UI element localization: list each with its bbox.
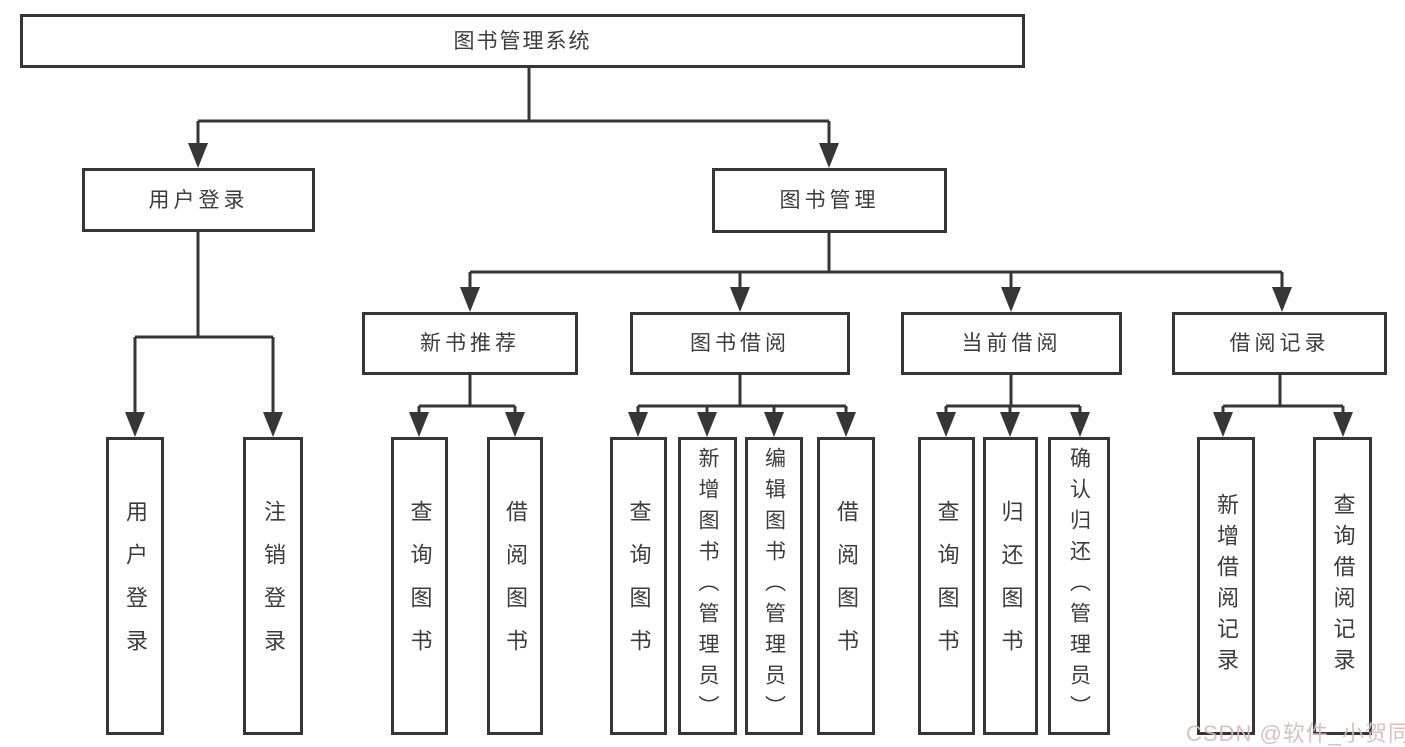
leaf-confirm-return-admin: 确认归还（管理员） <box>1048 437 1110 735</box>
node-borrow-records: 借阅记录 <box>1172 312 1387 375</box>
leaf-newbooks-borrow-books: 借阅图书 <box>487 437 543 735</box>
connector-book-borrow-children <box>628 374 856 437</box>
node-new-book-recommend: 新书推荐 <box>362 312 578 375</box>
node-label: 用户登录 <box>148 188 249 212</box>
leaf-newbooks-query-books: 查询图书 <box>391 437 448 735</box>
node-label: 确认归还（管理员） <box>1067 446 1091 726</box>
node-label: 查询借阅记录 <box>1330 493 1356 679</box>
node-label: 借阅记录 <box>1229 332 1330 355</box>
node-label: 当前借阅 <box>961 332 1062 355</box>
node-label: 查询图书 <box>934 500 960 672</box>
leaf-logout: 注销登录 <box>243 437 303 735</box>
node-label: 查询图书 <box>407 500 433 672</box>
node-book-management: 图书管理 <box>712 168 947 233</box>
node-label: 借阅图书 <box>834 500 859 672</box>
node-user-login: 用户登录 <box>82 168 315 232</box>
node-label: 注销登录 <box>261 500 286 672</box>
leaf-edit-books-admin: 编辑图书（管理员） <box>745 437 803 735</box>
node-label: 归还图书 <box>998 500 1024 672</box>
node-label: 借阅图书 <box>503 500 528 672</box>
node-library-management-system: 图书管理系统 <box>20 14 1025 68</box>
connector-user-login-children <box>125 231 283 437</box>
connector-new-books-children <box>409 374 525 437</box>
leaf-return-books: 归还图书 <box>983 437 1038 735</box>
node-label: 用户登录 <box>123 500 148 672</box>
node-label: 图书借阅 <box>690 332 790 355</box>
node-label: 图书管理系统 <box>453 29 592 53</box>
connector-book-mgmt-children <box>460 232 1292 312</box>
node-book-borrow: 图书借阅 <box>630 312 850 375</box>
leaf-query-borrow-record: 查询借阅记录 <box>1313 437 1372 735</box>
watermark: CSDN @软件_小贺同学 <box>1186 721 1405 746</box>
node-label: 查询图书 <box>626 500 652 672</box>
leaf-borrow-query-books: 查询图书 <box>610 437 667 735</box>
node-current-borrow: 当前借阅 <box>901 312 1122 375</box>
node-label: 新增借阅记录 <box>1214 493 1239 679</box>
connector-borrow-records-children <box>1213 374 1353 437</box>
node-label: 图书管理 <box>779 189 880 212</box>
leaf-add-books-admin: 新增图书（管理员） <box>678 437 737 735</box>
connector-root-to-level2 <box>188 67 839 168</box>
leaf-user-login: 用户登录 <box>106 437 164 735</box>
node-label: 新增图书（管理员） <box>696 446 719 726</box>
leaf-borrow-borrow-books: 借阅图书 <box>817 437 875 735</box>
connector-current-borrow-children <box>936 374 1090 437</box>
leaf-add-borrow-record: 新增借阅记录 <box>1197 437 1255 735</box>
leaf-current-query-books: 查询图书 <box>918 437 975 735</box>
node-label: 编辑图书（管理员） <box>762 446 786 726</box>
node-label: 新书推荐 <box>420 332 520 355</box>
